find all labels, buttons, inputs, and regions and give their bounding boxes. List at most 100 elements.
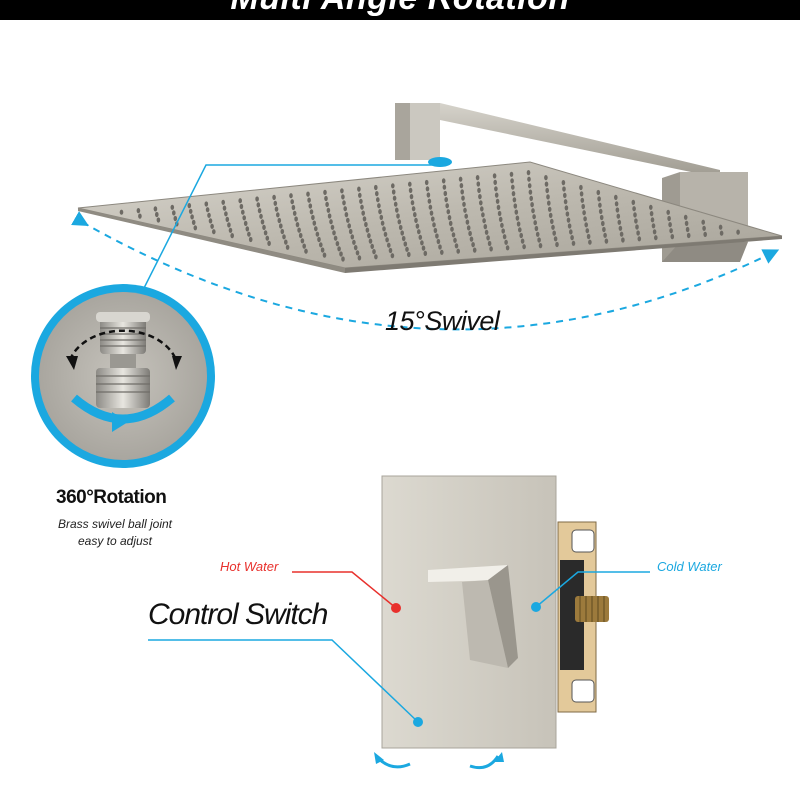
nozzle-icon [225,216,230,222]
nozzle-icon [604,238,609,244]
nozzle-icon [387,242,391,248]
nozzle-icon [585,228,590,234]
nozzle-icon [279,223,283,229]
nozzle-icon [357,186,361,192]
nozzle-icon [330,224,335,230]
nozzle-icon [534,225,539,232]
nozzle-icon [453,237,457,243]
nozzle-icon [475,175,480,181]
nozzle-icon [510,178,514,184]
nozzle-icon [353,245,358,251]
nozzle-icon [483,224,488,230]
nozzle-icon [494,186,498,192]
nozzle-icon [420,240,424,246]
nozzle-icon [476,181,481,187]
nozzle-icon [274,206,279,212]
nozzle-icon [545,187,549,194]
rotation-line-1: Brass swivel ball joint [57,517,173,531]
nozzle-icon [553,236,558,242]
nozzle-icon [597,196,601,202]
nozzle-icon [509,171,514,177]
nozzle-icon [614,194,618,200]
nozzle-icon [335,241,340,247]
nozzle-icon [561,180,566,186]
nozzle-icon [408,187,413,193]
nozzle-icon [272,194,276,200]
nozzle-icon [193,225,198,231]
nozzle-icon [464,213,469,219]
nozzle-icon [703,231,707,237]
nozzle-icon [563,199,568,205]
nozzle-icon [326,207,331,213]
nozzle-icon [527,183,532,189]
nozzle-icon [364,221,368,228]
nozzle-icon [367,233,371,239]
nozzle-icon [447,215,452,221]
nozzle-icon [280,228,285,235]
nozzle-icon [649,204,653,210]
nozzle-icon [417,229,421,235]
nozzle-icon [599,214,604,221]
nozzle-icon [320,247,325,253]
nozzle-icon [482,218,486,224]
nozzle-icon [603,232,607,238]
nozzle-icon [400,230,405,236]
nozzle-icon [571,240,576,246]
nozzle-icon [544,181,549,187]
nozzle-icon [238,198,242,204]
nozzle-icon [466,225,471,231]
nozzle-icon [307,197,311,203]
nozzle-icon [649,211,654,217]
nozzle-icon [527,176,531,182]
control-switch-label: Control Switch [148,598,328,631]
banner-title: Multi Angle Rotation [0,0,800,18]
nozzle-icon [515,215,520,221]
nozzle-icon [462,201,466,207]
nozzle-icon [295,222,300,228]
nozzle-icon [230,233,234,239]
nozzle-icon [401,235,406,242]
nozzle-icon [190,214,194,220]
nozzle-icon [654,235,658,241]
nozzle-icon [498,216,503,222]
nozzle-icon [355,250,360,256]
nozzle-icon [702,225,706,231]
nozzle-icon [446,209,451,215]
nozzle-icon [448,220,453,226]
nozzle-icon [456,248,461,254]
nozzle-icon [415,223,420,229]
nozzle-icon [411,206,416,212]
nozzle-icon [273,200,278,206]
nozzle-icon [365,227,370,233]
nozzle-icon [526,170,531,176]
nozzle-icon [339,251,343,257]
nozzle-icon [428,204,433,210]
nozzle-icon [333,235,338,241]
nozzle-icon [701,219,705,225]
nozzle-icon [683,214,688,220]
nozzle-icon [472,247,477,253]
nozzle-icon [431,216,435,222]
nozzle-icon [388,247,393,254]
nozzle-icon [502,234,507,240]
nozzle-icon [564,205,569,211]
nozzle-icon [136,208,141,214]
nozzle-icon [518,227,522,233]
nozzle-icon [555,241,559,248]
nozzle-icon [511,191,516,197]
nozzle-icon [374,254,378,260]
nozzle-icon [421,245,426,251]
nozzle-icon [292,210,297,216]
nozzle-icon [685,226,690,233]
nozzle-icon [444,197,449,203]
nozzle-icon [718,224,723,230]
nozzle-icon [306,191,310,197]
nozzle-icon [598,208,603,214]
nozzle-icon [267,240,271,246]
nozzle-icon [581,203,585,210]
nozzle-icon [552,230,556,236]
nozzle-icon [481,212,485,218]
nozzle-icon [601,220,605,227]
nozzle-icon [329,219,333,225]
